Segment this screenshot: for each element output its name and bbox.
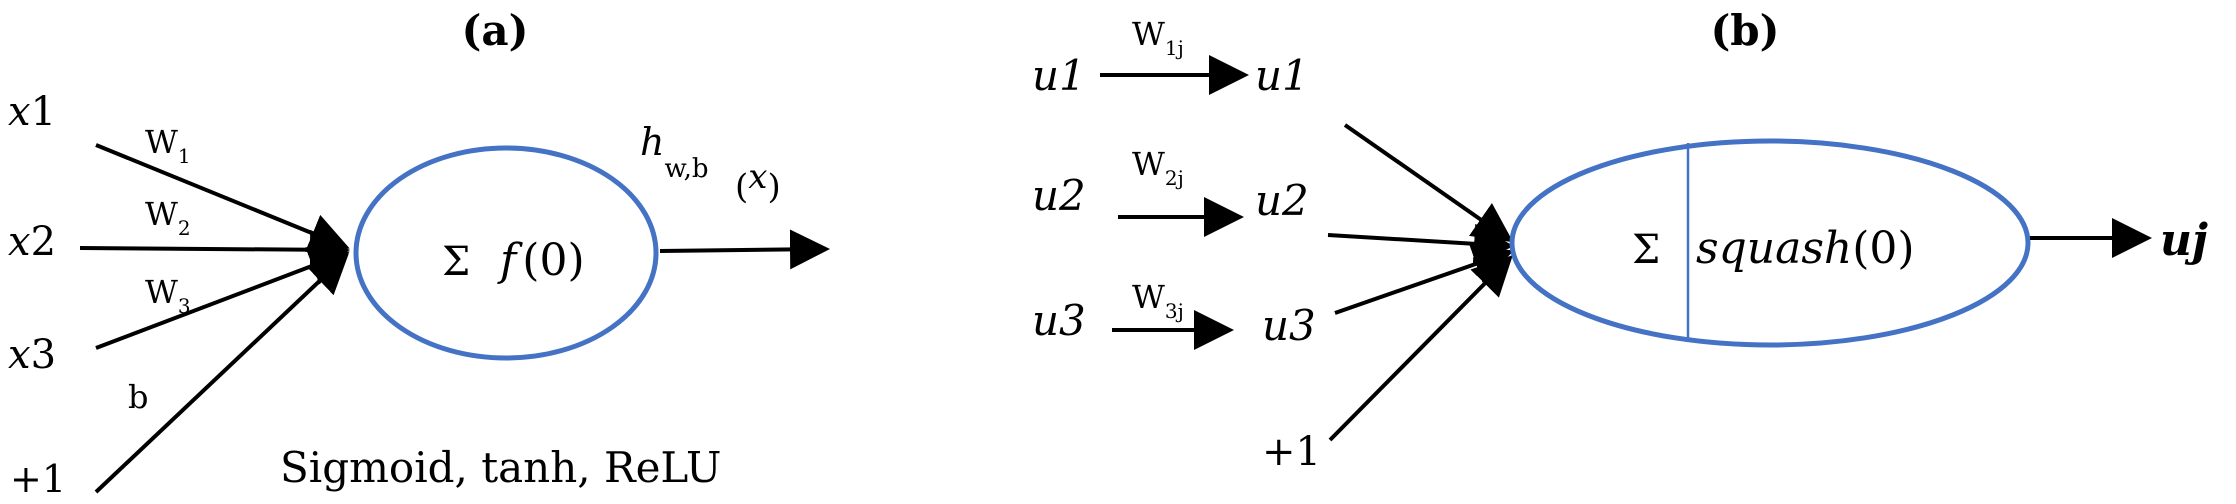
output-uj-label: uj bbox=[2160, 215, 2208, 266]
edge-x1-to-neuron bbox=[95, 143, 350, 252]
row2-weight-label: W2j bbox=[1132, 145, 1184, 190]
row3-input-u3: u3 bbox=[1032, 296, 1086, 345]
row3-output-u3: u3 bbox=[1262, 301, 1316, 350]
neuron-b-ellipse bbox=[1509, 138, 2031, 348]
row3-weight-label: W3j bbox=[1132, 278, 1184, 323]
edge-bias-to-neuron bbox=[94, 253, 349, 494]
activation-functions-caption: Sigmoid, tanh, ReLU bbox=[280, 443, 721, 492]
edge-u2-to-neuron bbox=[1327, 223, 1514, 264]
panel-b-title: (b) bbox=[1710, 6, 1779, 55]
bias-b-label: b bbox=[128, 378, 148, 416]
row2-input-u2: u2 bbox=[1032, 171, 1086, 220]
output-h-label: hw,b bbox=[640, 120, 709, 184]
neuron-b-function: squash(0) bbox=[1696, 223, 1915, 274]
edge-x3-to-neuron bbox=[95, 247, 350, 350]
output-h-argument: (x) bbox=[735, 157, 781, 207]
edge-neuron-a-output bbox=[659, 229, 830, 270]
weight-w1-label: W1 bbox=[145, 123, 191, 168]
neuron-b-sigma: Σ bbox=[1632, 227, 1660, 273]
panel-a-title: (a) bbox=[462, 6, 529, 55]
weight-w2-label: W2 bbox=[145, 195, 191, 240]
panel-a: (a) x1 x2 x3 +1 W1 W2 W3 b Σ f(0) hw,b (… bbox=[8, 6, 830, 501]
panel-b-bias-label: +1 bbox=[1262, 429, 1321, 475]
row1-weight-label: W1j bbox=[1132, 15, 1184, 60]
edge-bias-to-neuron-b bbox=[1328, 255, 1513, 442]
input-x3-label: x3 bbox=[8, 332, 56, 378]
row2-output-u2: u2 bbox=[1255, 176, 1309, 225]
input-bias-label: +1 bbox=[10, 457, 66, 501]
input-x2-label: x2 bbox=[8, 219, 56, 265]
edge-x2-to-neuron bbox=[79, 229, 350, 270]
input-x1-label: x1 bbox=[8, 89, 56, 135]
row1-input-u1: u1 bbox=[1032, 51, 1086, 100]
weight-w3-label: W3 bbox=[145, 273, 191, 318]
edge-u1-to-neuron bbox=[1343, 123, 1514, 243]
row1-output-u1: u1 bbox=[1255, 51, 1309, 100]
neuron-a-ellipse bbox=[353, 145, 659, 361]
neuron-a-sigma: Σ bbox=[442, 239, 470, 285]
neuron-a-function: f(0) bbox=[497, 235, 585, 286]
panel-b: (b) u1 W1j u1 u2 W2j u2 u3 W3j u3 +1 Σ s… bbox=[1032, 6, 2208, 475]
